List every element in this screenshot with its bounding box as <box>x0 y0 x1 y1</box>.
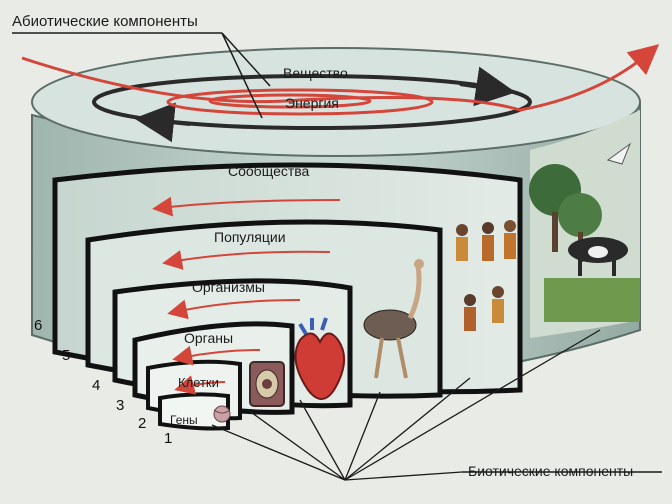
energy-ring-inner <box>208 93 372 109</box>
level-4-arrow <box>167 299 301 320</box>
ecosystem-illustration <box>529 110 640 338</box>
level-6-arrow <box>152 196 341 217</box>
level-3-arrow <box>172 345 261 366</box>
level-3-number: 3 <box>116 397 124 414</box>
biotic-pointers <box>211 329 601 481</box>
abiotic-components-label: Абиотические компоненты <box>12 13 198 30</box>
level-1-number: 1 <box>164 430 172 447</box>
level-1-label: Гены <box>170 413 198 427</box>
matter-cycle-ring <box>92 74 532 130</box>
level-5-arrow <box>162 250 331 270</box>
energy-label: Энергия <box>285 95 339 111</box>
abiotic-pointer-1 <box>221 32 271 87</box>
level-2-label: Клетки <box>178 375 219 390</box>
ostrich-illustration <box>363 259 424 379</box>
level-5-number: 5 <box>62 347 70 364</box>
abiotic-pointer-2 <box>221 32 263 119</box>
energy-flow-arrow <box>21 44 660 112</box>
energy-ring-outer <box>166 88 434 116</box>
cell-illustration <box>249 361 285 407</box>
level-4-label: Организмы <box>192 279 265 295</box>
heart-illustration <box>294 317 345 400</box>
level-6-number: 6 <box>34 317 42 334</box>
level-1-frame <box>158 392 230 431</box>
people-illustration <box>456 220 516 331</box>
level-6-label: Сообщества <box>228 163 310 179</box>
level-5-label: Популяции <box>214 229 286 245</box>
level-2-arrow <box>174 375 226 395</box>
level-2-number: 2 <box>138 415 146 432</box>
matter-arrow-right <box>459 66 516 107</box>
dna-illustration <box>213 405 231 423</box>
matter-arrow-left <box>134 102 191 143</box>
biotic-components-label: Биотические компоненты <box>468 463 633 479</box>
level-3-label: Органы <box>184 330 233 346</box>
substance-label: Вещество <box>283 65 348 81</box>
level-4-number: 4 <box>92 377 100 394</box>
